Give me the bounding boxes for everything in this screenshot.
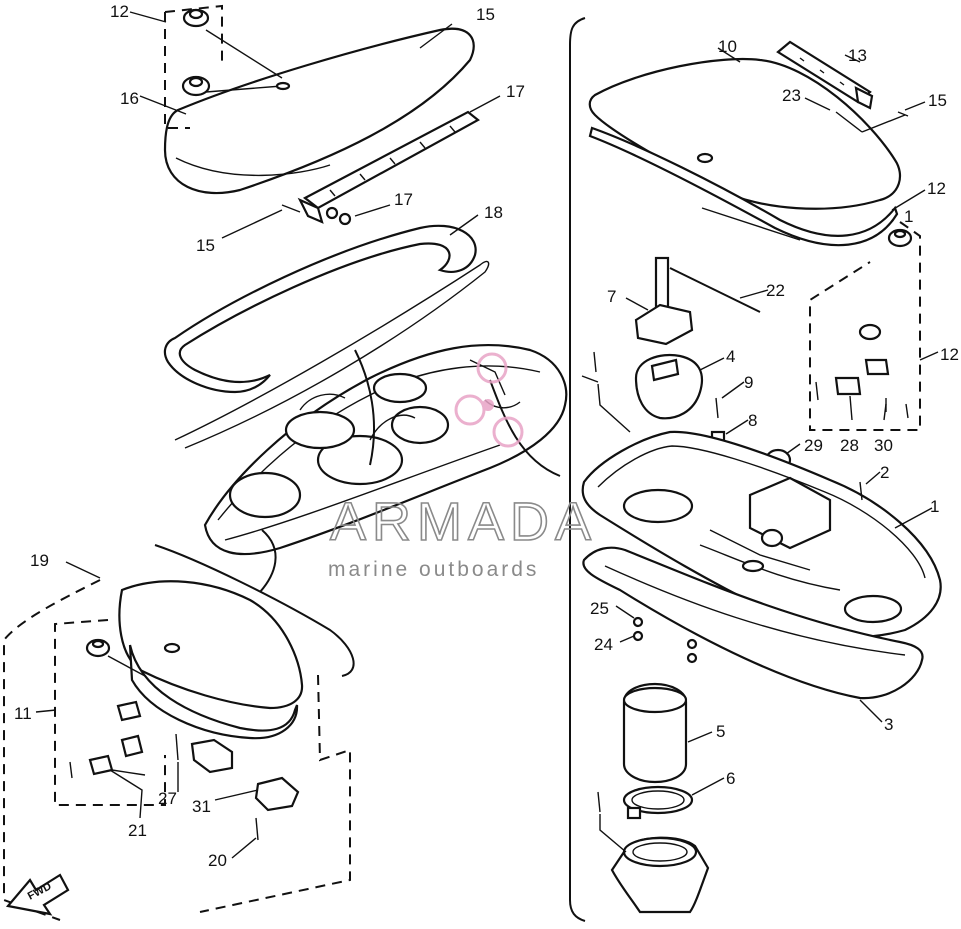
base-housing: [610, 836, 710, 914]
callout-2: 2: [880, 463, 889, 482]
callout-12a: 12: [110, 2, 129, 21]
callout-6: 6: [726, 769, 735, 788]
lid-16-hole: [275, 81, 291, 91]
part-12-grommet-top: [182, 8, 210, 28]
leader-boat-right: [489, 379, 561, 477]
leader-hinge-14: [835, 111, 906, 133]
callout-21: 20: [208, 851, 227, 870]
leader-boat-front: [259, 529, 277, 593]
part-5-filter: [622, 682, 688, 784]
gasket-3-inner: [604, 565, 906, 656]
part-bottom-latch: [254, 776, 300, 812]
part-13-gasket: [588, 126, 899, 247]
part-23-rod: [669, 267, 761, 313]
callout-13: 12: [927, 179, 946, 198]
callouts: 12 15 16 17 17 15 18 10 13 23 15 12 1 7 …: [14, 2, 959, 870]
callout-1a: 1: [930, 497, 939, 516]
callout-23: 22: [766, 281, 785, 300]
watermark-brand: ARMADA: [330, 492, 597, 552]
part-27-pin: [175, 733, 179, 761]
part-10-lid: [588, 57, 902, 210]
part-7-bracket: [634, 256, 694, 346]
callout-18: 17: [506, 82, 525, 101]
callout-15b: 15: [928, 91, 947, 110]
part-11-grommet: [85, 638, 111, 658]
part-1-tray: [581, 430, 942, 639]
callout-10: 10: [718, 37, 737, 56]
callout-20: 19: [30, 551, 49, 570]
callout-24: 23: [782, 86, 801, 105]
part-latch-b: [120, 734, 144, 758]
part-21-screw: [255, 817, 259, 841]
part-20-group-box-right: [199, 674, 351, 913]
callout-14: 13: [848, 46, 867, 65]
part-16-lid: [163, 27, 475, 195]
part-latch-a: [116, 700, 142, 722]
callout-leaders: [35, 11, 939, 859]
part-6-clamp: [622, 785, 694, 820]
part-left-screw: [581, 351, 599, 383]
callout-3: 3: [884, 715, 893, 734]
part-15-screw-left: [281, 204, 301, 213]
callout-5: 5: [716, 722, 725, 741]
callout-22: 21: [128, 821, 147, 840]
right-assembly-bracket: [569, 17, 586, 922]
callout-9: 9: [744, 373, 753, 392]
callout-16: 15: [476, 5, 495, 24]
callout-26: 25: [590, 599, 609, 618]
leader-left-screw: [597, 383, 631, 433]
part-31-latch: [190, 738, 234, 774]
part-17-nuts: [325, 206, 352, 226]
part-17-grommet-left: [181, 75, 211, 97]
part-20-seal-line: [154, 544, 355, 677]
part-14-hinge: [776, 40, 874, 110]
fwd-arrow: FWD: [5, 873, 70, 916]
part-11-group-box: [54, 619, 166, 806]
left-hardware-screws: [69, 761, 146, 779]
callout-17a: 16: [120, 89, 139, 108]
leader-grommets-16: [205, 29, 283, 93]
watermark-tagline: marine outboards: [328, 558, 539, 581]
part-2-screw: [859, 481, 863, 501]
part-18-hinge: [297, 110, 480, 224]
lid-10-edge: [701, 207, 801, 241]
part-1-grommet-right: [887, 228, 913, 248]
callout-28: 28: [840, 436, 859, 455]
callout-27: 27: [158, 789, 177, 808]
callout-31: 31: [192, 797, 211, 816]
callout-17b: 17: [394, 190, 413, 209]
callout-29: 29: [804, 436, 823, 455]
leader-grommet-11: [107, 655, 146, 677]
callout-7: 7: [607, 287, 616, 306]
part-latch-c: [88, 754, 114, 776]
part-20-lid: [118, 580, 304, 740]
callout-19: 18: [484, 203, 503, 222]
part-26-25-washers: [632, 616, 698, 664]
callout-15a: 15: [196, 236, 215, 255]
part-20-group-box: [3, 579, 101, 921]
callout-12b: 12: [940, 345, 959, 364]
callout-25: 24: [594, 635, 613, 654]
part-12-group-box-left: [164, 4, 223, 129]
part-base-screw: [597, 791, 627, 853]
part-12-group-box-right: [809, 221, 921, 431]
callout-30: 30: [874, 436, 893, 455]
leader-boat-seat: [354, 349, 376, 466]
callout-4: 4: [726, 347, 735, 366]
watermark-logo: [454, 352, 524, 448]
callout-11: 11: [14, 704, 32, 723]
part-19-seal: [163, 224, 490, 449]
callout-1b: 1: [904, 207, 913, 226]
callout-8: 8: [748, 411, 757, 430]
part-15-screw-right: [897, 111, 909, 117]
lid-20-hole: [163, 642, 181, 654]
part-hardware-right: [815, 323, 909, 419]
part-4-pump: [634, 353, 704, 420]
part-9-screw: [715, 397, 719, 419]
